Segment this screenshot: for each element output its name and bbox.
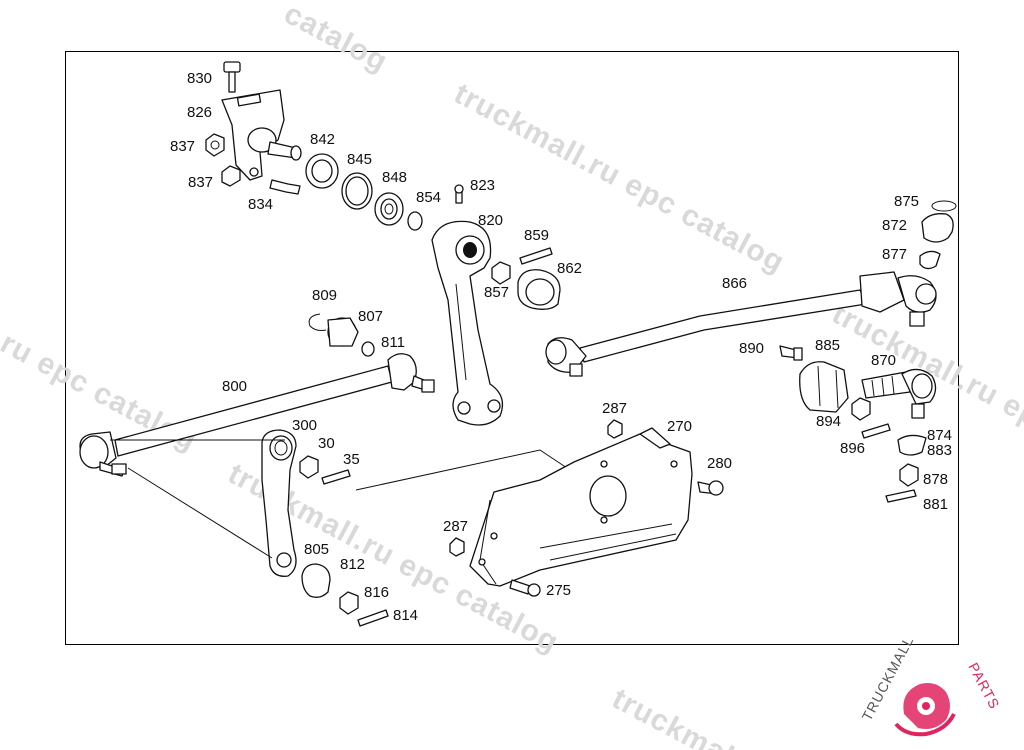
part-label: 859 <box>524 227 549 244</box>
part-label: 287 <box>602 400 627 417</box>
tie-rod-866 <box>545 200 957 377</box>
leader-lines <box>110 439 571 559</box>
part-number-labels: 830 826 837 837 834 842 845 848 854 823 … <box>170 70 952 624</box>
part-label: 854 <box>416 189 441 206</box>
part-label: 881 <box>923 496 948 513</box>
part-label: 870 <box>871 352 896 369</box>
diagram-frame <box>65 51 959 645</box>
watermark-text: truckmal <box>607 682 740 750</box>
watermark-text: truckmall.ru epc catalog <box>449 77 790 279</box>
part-label: 270 <box>667 418 692 435</box>
part-label: 834 <box>248 196 273 213</box>
part-label: 857 <box>484 284 509 301</box>
part-label: 826 <box>187 104 212 121</box>
idler-bracket-assembly <box>205 61 464 231</box>
part-label: 894 <box>816 413 841 430</box>
part-label: 287 <box>443 518 468 535</box>
part-label: 814 <box>393 607 418 624</box>
part-label: 807 <box>358 308 383 325</box>
part-label: 837 <box>188 174 213 191</box>
part-label: 280 <box>707 455 732 472</box>
part-label: 877 <box>882 246 907 263</box>
bushing-parts <box>308 313 375 357</box>
part-label: 809 <box>312 287 337 304</box>
part-label: 823 <box>470 177 495 194</box>
pitman-arm-300 <box>261 429 389 627</box>
part-label: 842 <box>310 131 335 148</box>
part-label: 878 <box>923 471 948 488</box>
part-label: 875 <box>894 193 919 210</box>
part-label: 300 <box>292 417 317 434</box>
watermark-text: catalog <box>279 0 393 79</box>
part-label: 874 <box>927 427 952 444</box>
part-label: 872 <box>882 217 907 234</box>
part-label: 816 <box>364 584 389 601</box>
part-label: 890 <box>739 340 764 357</box>
part-label: 837 <box>170 138 195 155</box>
part-label: 845 <box>347 151 372 168</box>
part-label: 820 <box>478 212 503 229</box>
part-label: 30 <box>318 435 335 452</box>
part-label: 896 <box>840 440 865 457</box>
part-label: 862 <box>557 260 582 277</box>
truckmall-parts-logo: TRUCKMALL PARTS <box>859 633 1003 737</box>
part-label: 830 <box>187 70 212 87</box>
tie-rod-800 <box>79 353 435 477</box>
watermark-text: truckmall.ru epc <box>827 297 1024 442</box>
part-label: 800 <box>222 378 247 395</box>
idler-arm-820 <box>431 220 504 426</box>
idler-fasteners <box>491 247 561 310</box>
part-label: 811 <box>381 334 405 351</box>
part-label: 885 <box>815 337 840 354</box>
steering-box-bracket-270 <box>449 419 724 597</box>
part-label: 35 <box>343 451 360 468</box>
part-label: 848 <box>382 169 407 186</box>
part-label: 805 <box>304 541 329 558</box>
part-label: 275 <box>546 582 571 599</box>
logo-text-accent: PARTS <box>965 660 1003 712</box>
lower-right-joint <box>779 345 937 503</box>
part-label: 883 <box>927 442 952 459</box>
part-label: 812 <box>340 556 365 573</box>
part-label: 866 <box>722 275 747 292</box>
